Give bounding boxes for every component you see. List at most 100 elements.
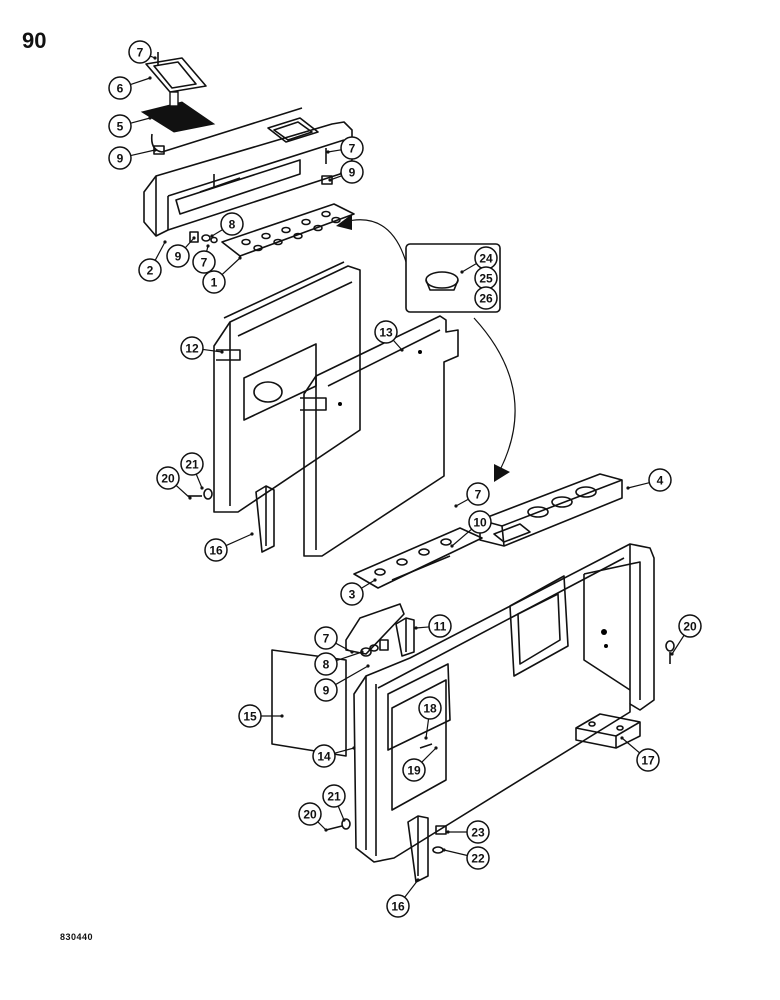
callout-circle xyxy=(386,894,410,918)
callout-8: 8 xyxy=(220,212,244,236)
callout-number: 6 xyxy=(117,82,124,96)
callout-circle xyxy=(322,784,346,808)
part-fender-main-14 xyxy=(353,543,655,863)
callout-leader-tip xyxy=(250,532,254,536)
callout-leader-tip xyxy=(670,652,674,656)
callout-23: 23 xyxy=(466,820,490,844)
callout-number: 7 xyxy=(475,488,482,502)
callout-circle xyxy=(312,744,336,768)
callout-leader xyxy=(334,747,355,754)
callout-12: 12 xyxy=(180,336,204,360)
part-front-panel-13 xyxy=(300,315,459,557)
part-bolt-washer-20-21-lower xyxy=(325,818,351,831)
callout-leader-tip xyxy=(620,736,624,740)
callout-22: 22 xyxy=(466,846,490,870)
callout-leader xyxy=(202,348,223,353)
callout-leader-tip xyxy=(192,236,196,240)
callout-18: 18 xyxy=(418,696,442,720)
callout-leader-tip xyxy=(442,848,446,852)
callout-leader-tip xyxy=(210,234,214,238)
callout-number: 16 xyxy=(209,544,223,558)
callout-number: 9 xyxy=(175,250,182,264)
callout-leader xyxy=(361,579,376,589)
callout-14: 14 xyxy=(312,744,336,768)
callout-leader xyxy=(425,718,430,739)
part-bracket-11 xyxy=(395,617,415,657)
part-hardware-7-8-9-lower xyxy=(360,639,389,657)
callout-number: 20 xyxy=(303,808,317,822)
callout-leader xyxy=(317,821,327,831)
part-bracket-16-lower xyxy=(407,815,429,883)
callout-leader-tip xyxy=(153,56,157,60)
callout-number: 15 xyxy=(243,710,257,724)
callout-circle xyxy=(128,40,152,64)
callout-7: 7 xyxy=(466,482,490,506)
callout-7: 7 xyxy=(314,626,338,650)
callout-leader xyxy=(225,533,253,547)
callout-number: 25 xyxy=(479,272,493,286)
callout-circle xyxy=(468,510,492,534)
callout-leader-tip xyxy=(220,350,224,354)
callout-leader-tip xyxy=(352,746,356,750)
callout-leader xyxy=(329,175,342,181)
callout-leader-tip xyxy=(450,544,454,548)
callout-number: 22 xyxy=(471,852,485,866)
callout-leader xyxy=(415,626,430,629)
callout-leader xyxy=(451,528,473,547)
callout-26: 26 xyxy=(474,286,498,310)
callout-leader xyxy=(154,241,166,261)
callout-20: 20 xyxy=(156,466,180,490)
callout-circle xyxy=(466,482,490,506)
callout-leader xyxy=(130,117,151,124)
callout-circle xyxy=(108,76,132,100)
callout-3: 3 xyxy=(340,582,364,606)
callout-leader xyxy=(221,257,241,275)
callout-circle xyxy=(108,114,132,138)
callout-circle xyxy=(180,452,204,476)
callout-20: 20 xyxy=(678,614,702,638)
callout-leader-tip xyxy=(360,650,364,654)
callout-number: 13 xyxy=(379,326,393,340)
callout-circle xyxy=(636,748,660,772)
part-small-hardware-8-9-7 xyxy=(189,231,218,244)
callout-leader-tip xyxy=(350,650,354,654)
callout-leader xyxy=(335,665,369,686)
leader-lines xyxy=(130,55,685,898)
callout-7: 7 xyxy=(128,40,152,64)
part-perforated-plate-1 xyxy=(221,203,355,257)
callout-leader xyxy=(627,482,650,489)
callout-leader xyxy=(335,642,353,653)
callout-number: 8 xyxy=(229,218,236,232)
callout-number: 3 xyxy=(349,588,356,602)
part-arrow-lower xyxy=(473,317,516,482)
callout-number: 8 xyxy=(323,658,330,672)
callout-6: 6 xyxy=(108,76,132,100)
callout-number: 21 xyxy=(327,790,341,804)
callout-leader-tip xyxy=(153,148,157,152)
callout-number: 17 xyxy=(641,754,655,768)
callout-leader-tip xyxy=(326,150,330,154)
callout-8: 8 xyxy=(314,652,338,676)
callout-circle xyxy=(402,758,426,782)
callout-circle xyxy=(298,802,322,826)
callout-leader xyxy=(621,737,640,754)
callout-number: 5 xyxy=(117,120,124,134)
part-console-trim-4 xyxy=(479,473,623,547)
callout-number: 12 xyxy=(185,342,199,356)
callout-leader xyxy=(337,805,345,821)
callout-leader-tip xyxy=(200,486,204,490)
callout-9: 9 xyxy=(340,160,364,184)
callout-number: 7 xyxy=(201,256,208,270)
callout-number: 20 xyxy=(161,472,175,486)
callout-number: 2 xyxy=(147,264,154,278)
callout-leader-tip xyxy=(324,828,328,832)
callout-9: 9 xyxy=(314,678,338,702)
callout-leader-tip xyxy=(434,746,438,750)
callout-leader-tip xyxy=(148,116,152,120)
callout-leader xyxy=(671,634,685,655)
callout-number: 24 xyxy=(479,252,493,266)
callout-leader xyxy=(404,879,419,898)
part-rubber-boot xyxy=(140,91,216,133)
callout-9: 9 xyxy=(108,146,132,170)
